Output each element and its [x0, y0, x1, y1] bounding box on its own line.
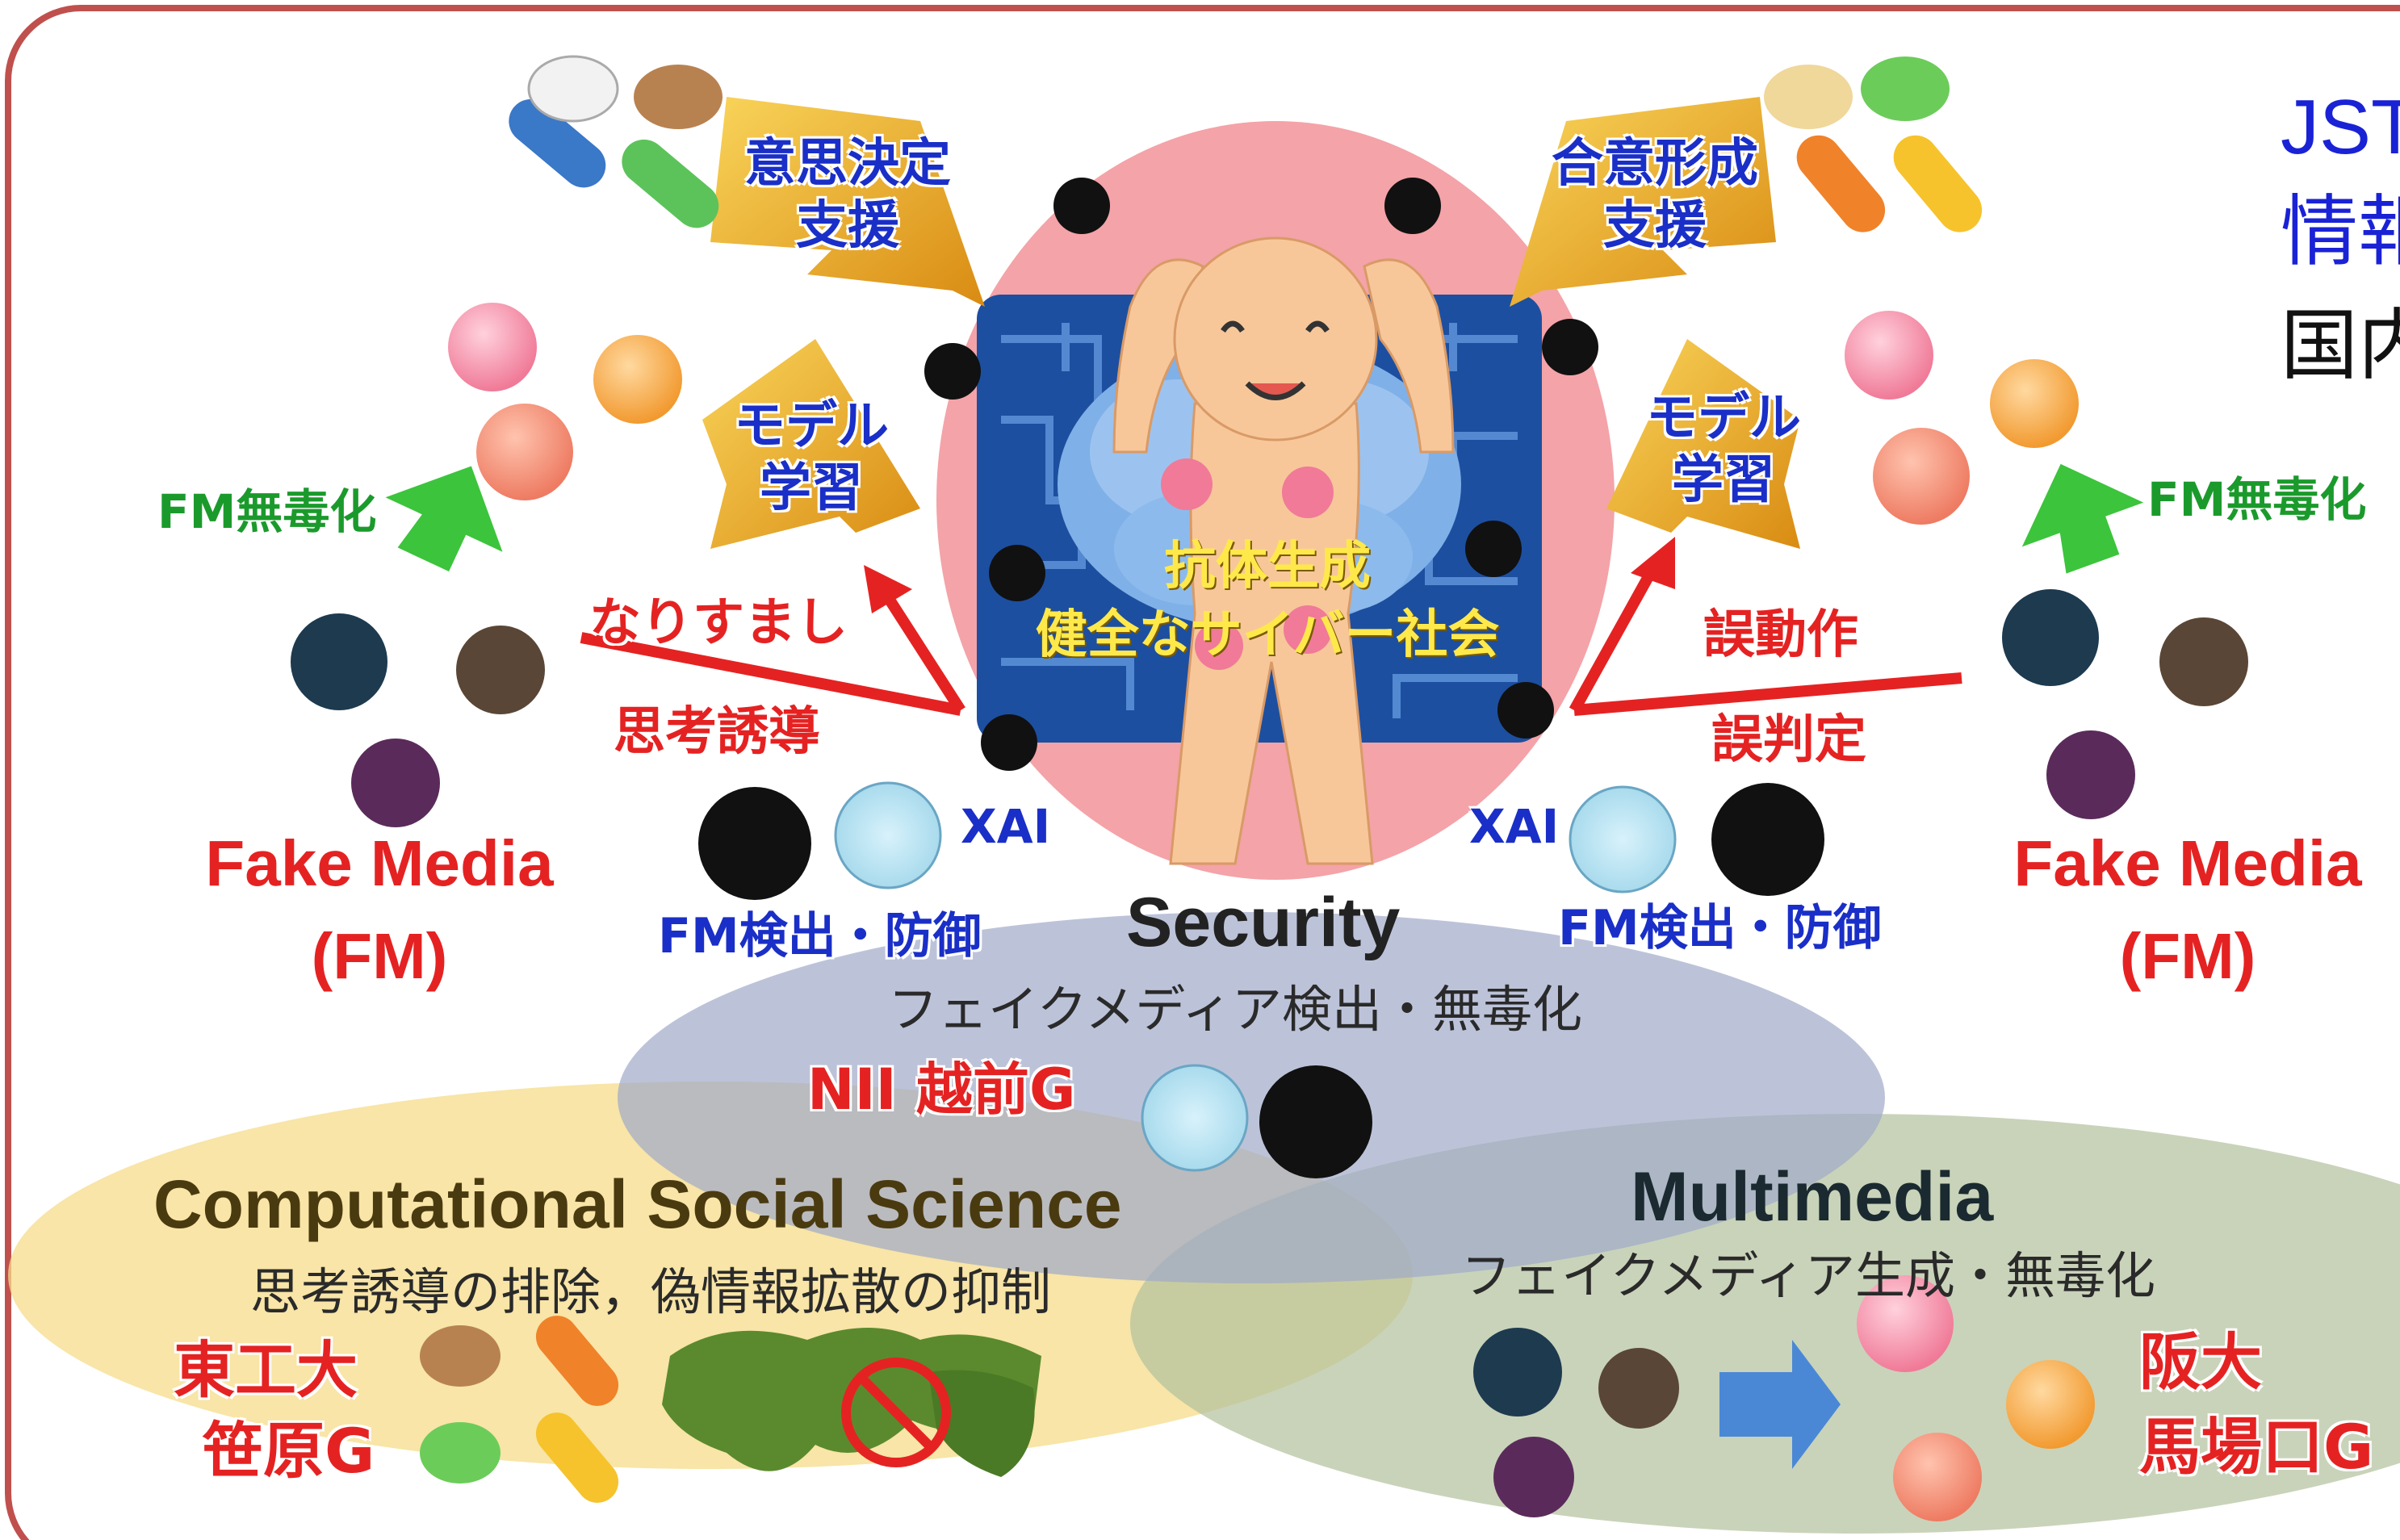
virus-icon [924, 178, 1598, 771]
healthy-cyber-society-label: 健全なサイバー社会 [1035, 605, 1500, 665]
red-attack-arrow-right [1569, 562, 1962, 716]
multimedia-title: Multimedia [1631, 1158, 1994, 1236]
model-learning-label-left: モデル 学習 [734, 396, 889, 518]
gold-arrow-top-left [710, 97, 985, 307]
pill-icon [509, 55, 723, 228]
gold-arrow-mid-right [1606, 339, 1800, 549]
titech-group-label-line1: 東工大 [174, 1334, 358, 1406]
fake-media-abbr-left: (FM) [311, 920, 448, 992]
fake-media-abbr-right: (FM) [2119, 920, 2256, 992]
fake-media-label-right: Fake Media [2013, 827, 2362, 899]
misjudgment-label: 誤判定 [1711, 710, 1866, 770]
impersonation-label: なりすまし [589, 593, 848, 653]
germ-icon [448, 303, 682, 500]
osaka-group-label-line1: 阪大 [2139, 1326, 2262, 1398]
robot-figure-icon [1112, 236, 1455, 865]
antibody-generation-label: 抗体生成 [1164, 537, 1371, 596]
nii-group-label: NII 越前G [807, 1057, 1076, 1123]
consensus-support-label: 合意形成 支援 [1552, 134, 1758, 256]
pill-icon [1764, 56, 1983, 232]
decision-support-label: 意思決定 支援 [744, 134, 951, 256]
germ-icon [1845, 311, 2079, 525]
germ-icon [1857, 1275, 2095, 1521]
fake-media-label-left: Fake Media [205, 827, 554, 899]
css-subtitle: 思考誘導の排除，偽情報拡散の抑制 [250, 1262, 1052, 1321]
malfunction-label: 誤動作 [1703, 605, 1858, 665]
multimedia-subtitle: フェイクメディア生成・無毒化 [1461, 1246, 2155, 1305]
virus-icon [1473, 1328, 1679, 1517]
xai-label-left: XAI [961, 799, 1051, 854]
right-edge-line1: JST [2281, 84, 2400, 170]
robot-face-icon [834, 781, 1677, 1172]
security-title: Security [1126, 884, 1401, 961]
osaka-group-label-line2: 馬場口G [2139, 1411, 2374, 1483]
right-edge-line2: 情報 [2281, 189, 2400, 275]
security-subtitle: フェイクメディア検出・無毒化 [888, 980, 1582, 1039]
titech-group-label-line2: 笹原G [202, 1415, 375, 1487]
fm-neutralize-label-left: FM無毒化 [157, 484, 377, 539]
red-attack-arrow-left [580, 594, 965, 716]
green-arrow-right [2021, 463, 2144, 574]
model-learning-label-right: モデル 学習 [1646, 388, 1801, 510]
right-edge-line3: 国内 [2281, 300, 2400, 391]
green-arrow-left [385, 466, 503, 571]
css-title: Computational Social Science [153, 1166, 1122, 1242]
virus-icon [291, 613, 545, 827]
blue-arrow-bottom [1719, 1340, 1841, 1469]
gold-arrow-top-right [1510, 97, 1776, 307]
fm-detect-label-left: FM検出・防御 [658, 908, 982, 965]
security-oval [618, 912, 1885, 1283]
pill-icon [420, 1316, 619, 1503]
thought-induction-label: 思考誘導 [614, 702, 820, 762]
outer-frame [5, 5, 2400, 1540]
xai-label-right: XAI [1469, 799, 1560, 854]
virus-icon [698, 783, 1824, 1178]
gold-arrow-mid-left [702, 339, 920, 549]
virus-icon [2002, 589, 2248, 819]
prohibited-icon [841, 1358, 951, 1467]
fm-detect-label-right: FM検出・防御 [1558, 900, 1882, 956]
fm-neutralize-label-right: FM無毒化 [2147, 472, 2367, 527]
